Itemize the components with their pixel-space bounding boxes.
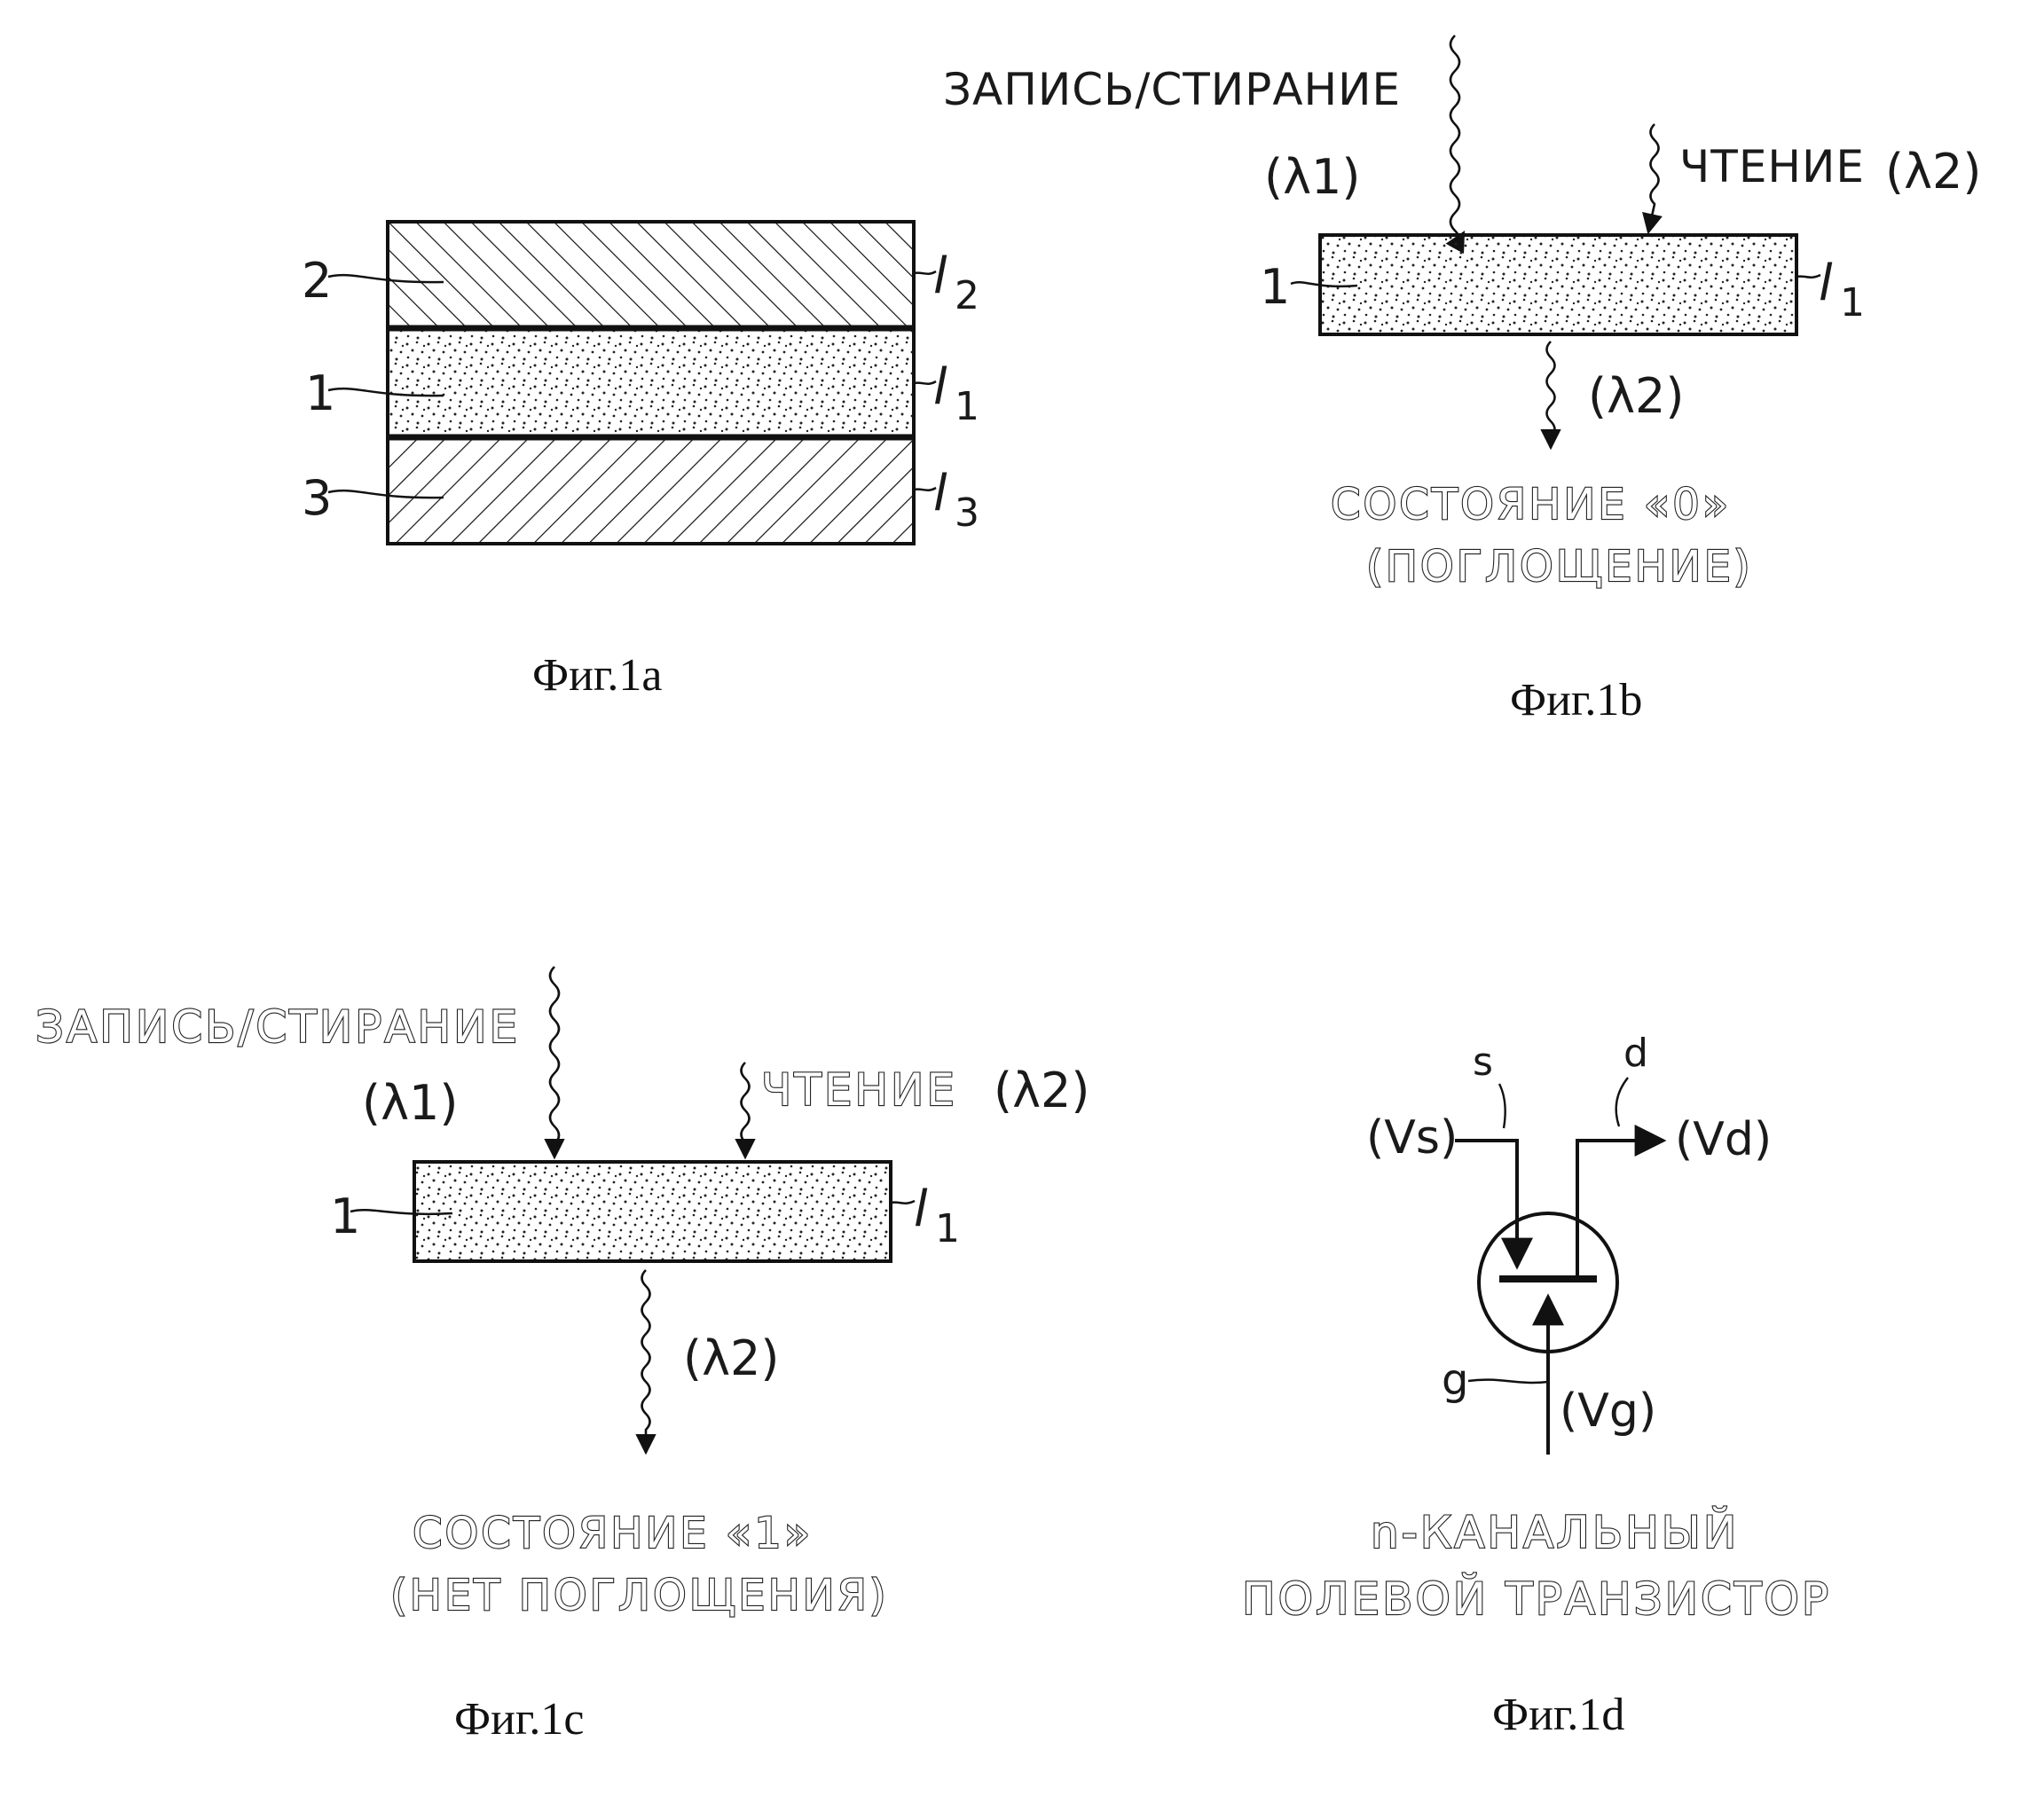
fig1d-s-label: s [1473, 1039, 1493, 1085]
fig1c-read-label: ЧТЕНИЕ [761, 1064, 957, 1116]
svg-text:l: l [933, 358, 947, 416]
thickness-l2: l 2 [933, 247, 979, 318]
svg-text:1: 1 [1840, 280, 1865, 326]
svg-text:3: 3 [955, 490, 979, 536]
source-lead [1455, 1141, 1517, 1267]
fig1c-out-wavelength: (λ2) [683, 1330, 779, 1386]
fig1c-write-wavelength: (λ1) [362, 1075, 458, 1131]
svg-text:2: 2 [955, 273, 979, 318]
svg-text:l: l [914, 1180, 928, 1238]
fig1c-out-arrow [642, 1270, 650, 1453]
svg-text:l: l [933, 465, 947, 522]
fig1c-write-arrow [550, 967, 559, 1157]
fig1b-read-label: ЧТЕНИЕ [1679, 141, 1865, 192]
layer-3 [388, 437, 914, 544]
fig1b-out-arrow [1547, 341, 1555, 448]
fig1d-vs: (Vs) [1366, 1111, 1458, 1165]
fig1c-state-line1: СОСТОЯНИЕ «1» [413, 1509, 813, 1558]
thickness-l1: l 1 [933, 358, 979, 429]
fig1d-vd: (Vd) [1675, 1113, 1772, 1166]
fig1a-label-3: 3 [302, 470, 332, 526]
fig1c-label-1: 1 [330, 1188, 360, 1244]
fig1d-d-label: d [1623, 1031, 1648, 1076]
fig1b-write-arrow [1450, 35, 1464, 248]
fig1b-caption: Фиг.1b [1510, 675, 1642, 726]
fig1b-state-line1: СОСТОЯНИЕ «0» [1331, 480, 1731, 529]
fig1b-read-wavelength: (λ2) [1885, 144, 1981, 200]
fig1c-layer-1 [414, 1162, 891, 1261]
drain-lead [1577, 1141, 1663, 1275]
fig1c-read-arrow [742, 1063, 750, 1157]
fig1b-thickness-l1: l 1 [1819, 255, 1865, 326]
layer-2 [388, 222, 914, 328]
fig1d-vg: (Vg) [1560, 1384, 1656, 1438]
svg-text:l: l [933, 247, 947, 305]
fig1b-layer-1 [1320, 235, 1796, 334]
fig1b-group: ЗАПИСЬ/СТИРАНИЕ (λ1) ЧТЕНИЕ (λ2) 1 l 1 (… [943, 35, 1981, 726]
fig1b-state-line2: (ПОГЛОЩЕНИЕ) [1366, 542, 1753, 592]
svg-text:1: 1 [955, 384, 979, 429]
layer-1 [388, 328, 914, 437]
fig1d-caption: Фиг.1d [1492, 1690, 1624, 1740]
fig1c-thickness-l1: l 1 [914, 1180, 960, 1251]
fig1a-caption: Фиг.1а [532, 650, 662, 701]
svg-text:l: l [1819, 255, 1833, 312]
fig1c-state-line2: (НЕТ ПОГЛОЩЕНИЯ) [390, 1571, 889, 1620]
fig1c-group: ЗАПИСЬ/СТИРАНИЕ (λ1) ЧТЕНИЕ (λ2) 1 l 1 (… [35, 967, 1089, 1745]
fig1d-g-label: g [1442, 1355, 1468, 1405]
fig1d-title-line1: n-КАНАЛЬНЫЙ [1371, 1506, 1739, 1558]
fig1b-write-wavelength: (λ1) [1264, 149, 1360, 205]
fig1b-write-label: ЗАПИСЬ/СТИРАНИЕ [943, 64, 1401, 115]
fig1c-caption: Фиг.1с [454, 1694, 584, 1745]
fig1b-label-1: 1 [1260, 259, 1290, 315]
fig1d-group: s d (Vs) (Vd) g (Vg) n-КАНАЛЬНЫЙ ПОЛЕВОЙ… [1242, 1031, 1831, 1740]
thickness-l3: l 3 [933, 465, 979, 536]
fig1a-label-1: 1 [305, 365, 335, 421]
fig1a-group: 2 1 3 l 2 l 1 l 3 Фиг.1а [302, 222, 979, 701]
fig1d-title-line2: ПОЛЕВОЙ ТРАНЗИСТОР [1242, 1573, 1831, 1625]
fig1b-read-arrow [1648, 124, 1659, 232]
fig1b-out-wavelength: (λ2) [1588, 368, 1684, 424]
fig1c-read-wavelength: (λ2) [994, 1063, 1089, 1118]
fig1a-label-2: 2 [302, 253, 332, 309]
svg-text:1: 1 [935, 1206, 960, 1251]
fig1c-write-label: ЗАПИСЬ/СТИРАНИЕ [35, 1001, 520, 1053]
